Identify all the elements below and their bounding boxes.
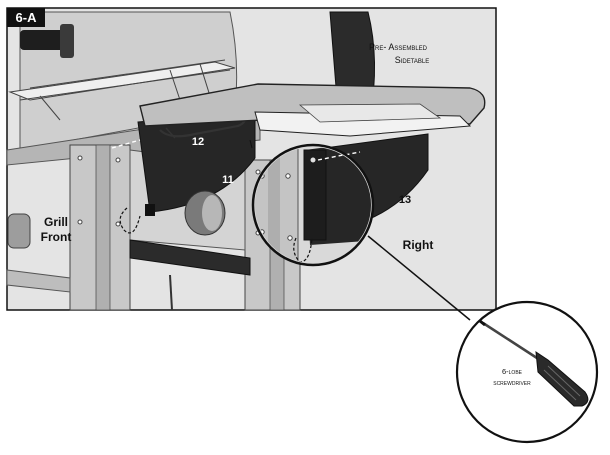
- warming-rack: [8, 59, 236, 121]
- right-label: Right: [403, 238, 434, 252]
- preassembled-label-line1: Pre- Assembled: [369, 42, 428, 52]
- grill-front-label-line2: Front: [41, 230, 72, 244]
- illustration-panel: [6, 7, 497, 311]
- step-badge-text: 6-A: [16, 10, 38, 25]
- step-badge: 6-A: [7, 8, 45, 27]
- part-12-label: 12: [192, 136, 204, 148]
- side-table: [139, 83, 486, 137]
- screw-path-upper-left: [111, 139, 141, 149]
- leader-to-tool: [367, 235, 471, 321]
- screwdriver-icon: [479, 319, 589, 407]
- grill-front-label-line1: Grill: [44, 215, 68, 229]
- tool-magnifier: 6-lobe screwdriver: [455, 300, 599, 444]
- screw-path-lower-left: [119, 207, 141, 234]
- tool-label-line1: 6-lobe: [502, 367, 523, 376]
- part-11-label: 11: [222, 174, 234, 186]
- tool-label-line2: screwdriver: [493, 378, 531, 387]
- part-13-label: 13: [399, 194, 411, 206]
- bracket-11: [137, 111, 256, 236]
- leader-12: [249, 139, 253, 149]
- preassembled-label-line2: Sidetable: [395, 55, 430, 65]
